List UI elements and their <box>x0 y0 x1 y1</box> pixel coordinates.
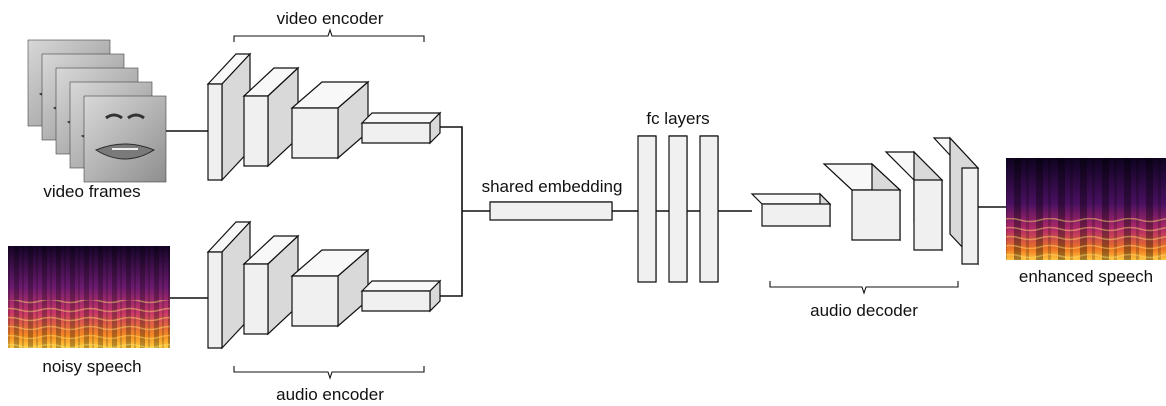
audio-decoder-block-1 <box>750 192 832 228</box>
video-encoder-block-4 <box>360 111 442 145</box>
enhanced-speech-label: enhanced speech <box>1019 267 1153 286</box>
audio-decoder-block-3 <box>884 150 944 252</box>
video-encoder-block-2 <box>242 66 300 168</box>
video-encoder-block-3 <box>290 80 370 160</box>
fc-layer-3 <box>699 135 719 283</box>
audio-decoder-block-4 <box>932 136 980 266</box>
audio-encoder-block-2 <box>242 234 300 336</box>
shared-embedding-block <box>489 201 613 221</box>
mouth-frame <box>83 95 167 183</box>
layer-blocks <box>206 52 980 350</box>
video-encoder-brace <box>233 28 425 42</box>
audio-encoder-block-3 <box>290 248 370 328</box>
audio-encoder-block-4 <box>360 279 442 313</box>
video-encoder-label: video encoder <box>277 9 384 28</box>
noisy-speech-spectrogram <box>8 246 170 348</box>
video-frames-label: video frames <box>43 182 140 201</box>
video-encoder-block-1 <box>206 52 252 182</box>
video-frames-image <box>27 39 167 183</box>
fc-layer-1 <box>637 135 657 283</box>
noisy-speech-label: noisy speech <box>42 357 141 376</box>
fc-layer-2 <box>668 135 688 283</box>
enhanced-speech-spectrogram <box>1006 158 1166 260</box>
audio-encoder-block-1 <box>206 220 252 350</box>
audio-decoder-label: audio decoder <box>810 301 918 320</box>
audio-encoder-label: audio encoder <box>276 385 384 404</box>
fc-layers-label: fc layers <box>646 109 709 128</box>
audio-decoder-block-2 <box>822 162 902 242</box>
audio-encoder-brace <box>233 366 425 380</box>
shared-embedding-label: shared embedding <box>482 177 623 196</box>
audio-decoder-brace <box>769 281 959 295</box>
